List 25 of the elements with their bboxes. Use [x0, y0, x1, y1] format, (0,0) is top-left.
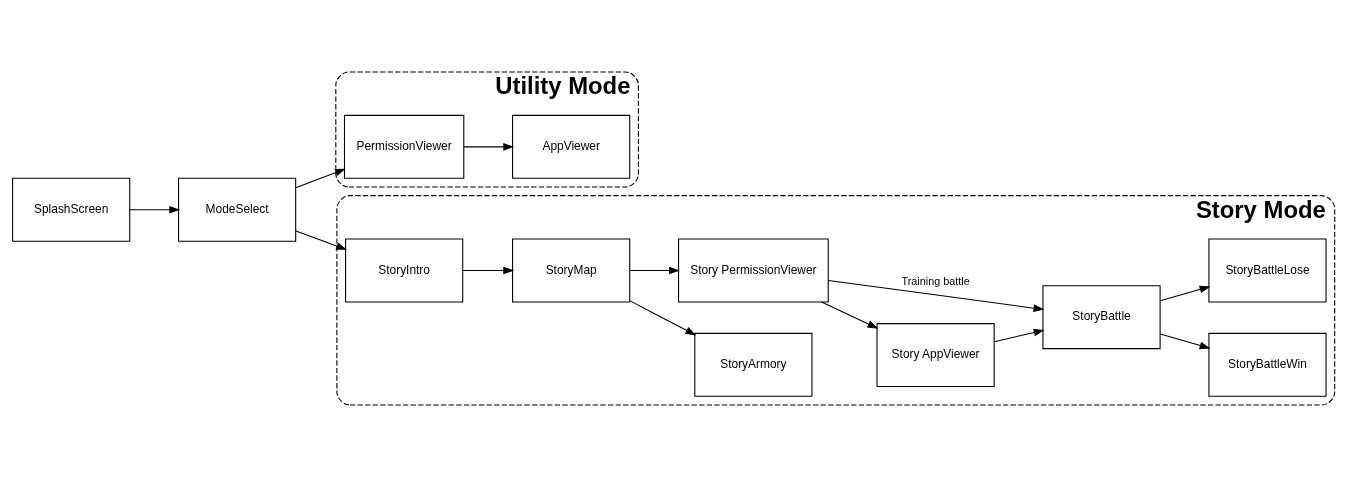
node-box: StoryArmory	[694, 332, 813, 397]
node-box: AppViewer	[512, 114, 631, 179]
arrow	[820, 301, 879, 329]
arrow	[1159, 285, 1211, 302]
node-box: StoryBattleLose	[1208, 238, 1327, 303]
edge-label: Training battle	[901, 274, 970, 287]
node-box: SplashScreen	[12, 177, 131, 242]
node-box: StoryMap	[512, 238, 631, 303]
arrow	[629, 300, 697, 336]
arrow	[462, 266, 515, 275]
arrow	[993, 328, 1045, 343]
arrow	[1159, 333, 1211, 350]
arrow	[295, 230, 347, 250]
node-box: PermissionViewer	[343, 114, 465, 179]
arrow	[295, 168, 346, 189]
node-box: StoryBattle	[1042, 285, 1161, 350]
node-box: StoryIntro	[345, 238, 464, 303]
arrow	[827, 279, 1045, 312]
arrow	[629, 266, 680, 275]
arrow	[463, 143, 515, 151]
node-box: ModeSelect	[178, 177, 297, 242]
node-box: Story AppViewer	[876, 323, 995, 388]
node-box: Story PermissionViewer	[678, 238, 829, 303]
arrow	[129, 205, 181, 214]
node-box: StoryBattleWin	[1208, 332, 1327, 397]
